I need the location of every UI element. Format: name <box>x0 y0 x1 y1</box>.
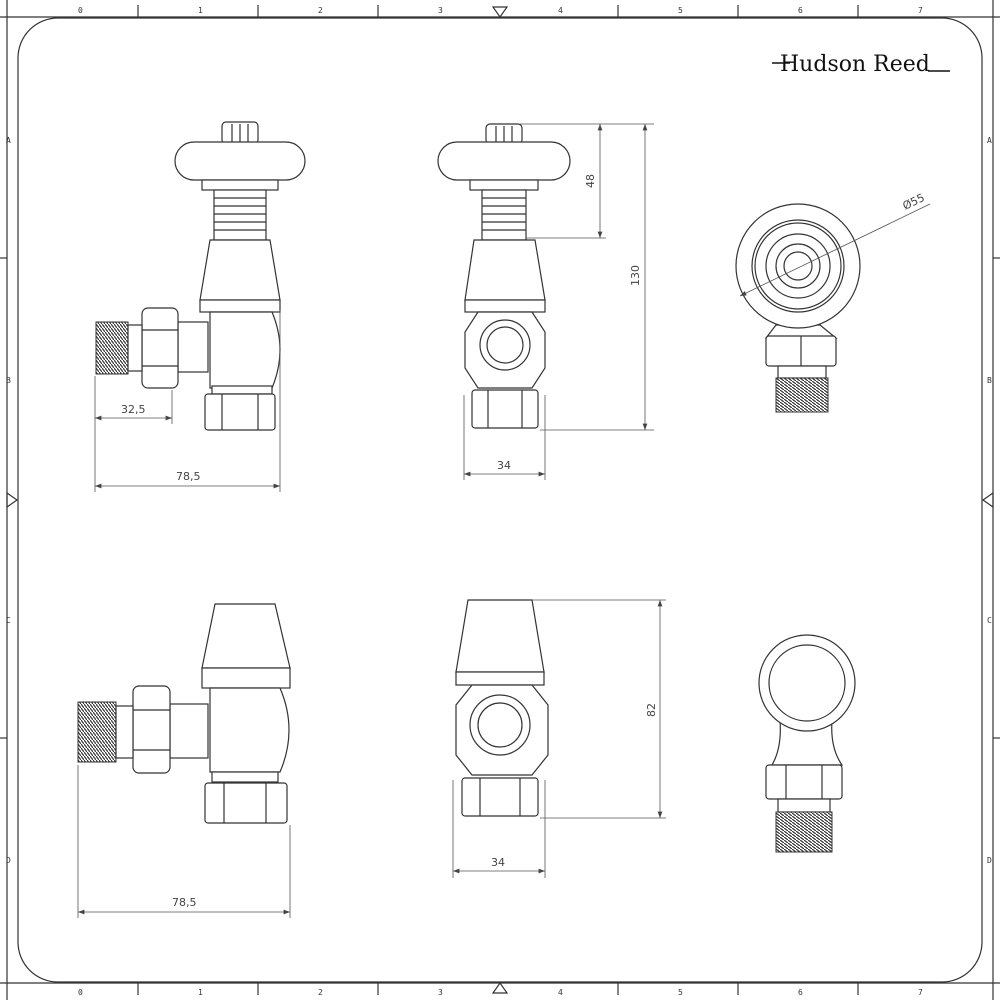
col-label: 0 <box>78 6 83 15</box>
valve-front-view-wheel-head <box>437 123 571 429</box>
col-label: 1 <box>198 988 203 997</box>
col-label: 6 <box>798 6 803 15</box>
row-label: C <box>6 616 11 625</box>
col-label: 6 <box>798 988 803 997</box>
valve-end-view-lockshield <box>758 634 856 853</box>
col-label: 2 <box>318 988 323 997</box>
valve-side-view-lockshield <box>77 603 291 824</box>
dimension-label: 34 <box>497 459 511 472</box>
dimension-label: 34 <box>491 856 505 869</box>
col-label: 0 <box>78 988 83 997</box>
valve-front-view-lockshield <box>455 599 549 817</box>
dimension-label: 78,5 <box>176 470 201 483</box>
col-label: 7 <box>918 6 923 15</box>
dimension-lines-top-middle: 48 130 34 <box>463 123 654 480</box>
dimension-label: 32,5 <box>121 403 146 416</box>
grid-labels: 0 1 2 3 4 5 6 7 0 1 2 3 4 5 6 7 A B C D … <box>6 6 992 997</box>
dimension-label: Ø55 <box>901 191 927 213</box>
col-label: 4 <box>558 988 563 997</box>
col-label: 2 <box>318 6 323 15</box>
brand-logo: Hudson Reed <box>772 52 950 77</box>
dimension-label: 48 <box>584 174 597 188</box>
col-label: 5 <box>678 988 683 997</box>
dimension-lines-bottom-left: 78,5 <box>77 765 291 918</box>
dimension-lines-top-left: 32,5 78,5 <box>94 310 281 492</box>
row-label: B <box>6 376 11 385</box>
col-label: 7 <box>918 988 923 997</box>
row-label: D <box>987 856 992 865</box>
col-label: 3 <box>438 6 443 15</box>
col-label: 3 <box>438 988 443 997</box>
row-label: A <box>987 136 992 145</box>
valve-side-view-wheel-head <box>95 121 306 431</box>
row-label: C <box>987 616 992 625</box>
row-label: B <box>987 376 992 385</box>
col-label: 5 <box>678 6 683 15</box>
col-label: 4 <box>558 6 563 15</box>
svg-text:Hudson Reed: Hudson Reed <box>780 52 930 77</box>
row-label: D <box>6 856 11 865</box>
valve-end-view-wheel-head: Ø55 <box>735 191 931 413</box>
dimension-label: 82 <box>645 703 658 717</box>
row-label: A <box>6 136 11 145</box>
dimension-label: 78,5 <box>172 896 197 909</box>
col-label: 1 <box>198 6 203 15</box>
dimension-label: 130 <box>629 265 642 286</box>
dimension-lines-bottom-middle: 82 34 <box>452 599 666 878</box>
